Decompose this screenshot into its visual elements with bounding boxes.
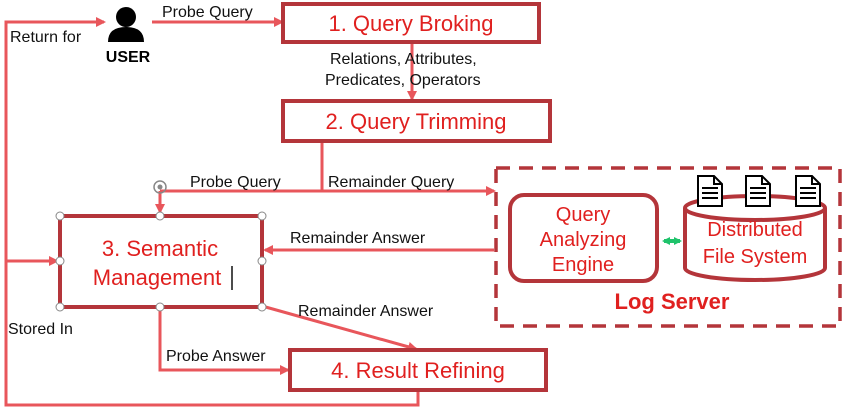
label-probe-query-mid: Probe Query (190, 174, 281, 191)
engine-line-2: Analyzing (540, 229, 627, 251)
person-icon (108, 7, 144, 42)
label-probe-query-top: Probe Query (162, 4, 253, 21)
rotate-handle-icon[interactable] (153, 180, 167, 194)
document-icon (795, 175, 821, 207)
box-result-refining-label: 4. Result Refining (331, 358, 505, 383)
box-result-refining: 4. Result Refining (288, 348, 548, 392)
box-semantic-management-line-2: Management (93, 265, 221, 290)
distributed-file-system: Distributed File System (683, 194, 827, 282)
selection-handles[interactable] (55, 211, 267, 312)
engine-line-3: Engine (552, 254, 614, 276)
user-node: USER (106, 7, 151, 66)
arrow-probe-answer (158, 308, 290, 375)
label-remainder-answer-2: Remainder Answer (298, 303, 434, 320)
box-semantic-management: 3. Semantic Management (55, 180, 267, 312)
box-query-trimming-label: 2. Query Trimming (326, 109, 507, 134)
user-label: USER (106, 49, 151, 66)
label-relations-line-2: Predicates, Operators (325, 72, 481, 89)
arrow-remainder-answer-2 (261, 304, 418, 352)
box-query-trimming: 2. Query Trimming (281, 99, 552, 143)
label-probe-answer: Probe Answer (166, 348, 266, 365)
engine-line-1: Query (556, 204, 610, 226)
label-remainder-query: Remainder Query (328, 174, 454, 191)
query-analyzing-engine: Query Analyzing Engine (508, 193, 659, 283)
document-icon (745, 175, 771, 207)
log-server-border (494, 166, 842, 328)
document-icon (697, 175, 723, 207)
dfs-line-1: Distributed (707, 219, 803, 241)
box-query-broking-label: 1. Query Broking (328, 11, 493, 36)
log-server: Query Analyzing Engine Distributed File … (494, 166, 842, 328)
box-semantic-management-line-1: 3. Semantic (102, 236, 218, 261)
dfs-line-2: File System (703, 246, 807, 268)
label-remainder-answer-1: Remainder Answer (290, 230, 426, 247)
log-server-title: Log Server (615, 289, 730, 314)
label-relations-line-1: Relations, Attributes, (330, 51, 477, 68)
box-query-broking: 1. Query Broking (281, 2, 541, 44)
arrow-return-for (4, 17, 420, 407)
label-stored-in: Stored In (8, 321, 73, 338)
label-return-for: Return for (10, 29, 82, 46)
